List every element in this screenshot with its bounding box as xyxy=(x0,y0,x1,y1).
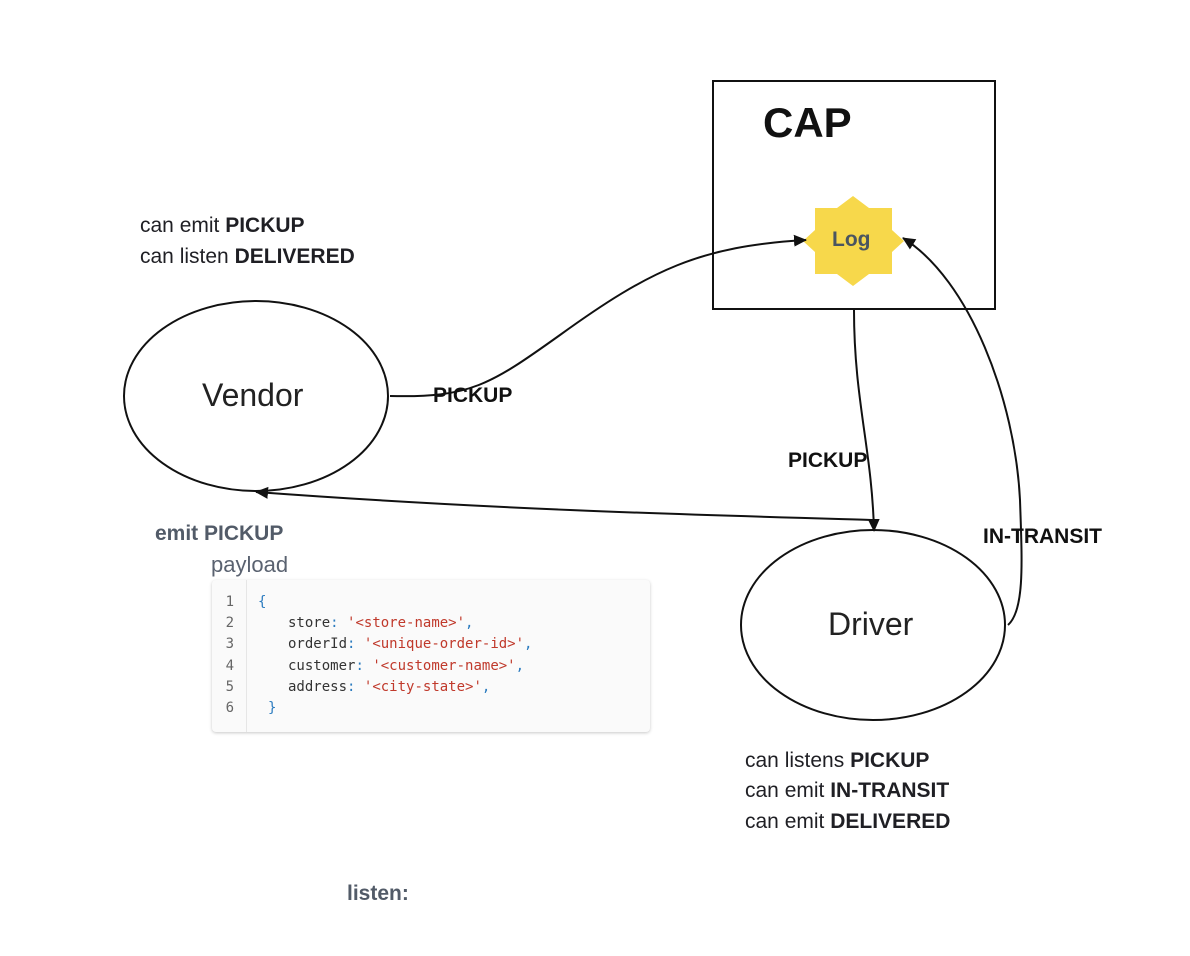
vendor-note-listen-prefix: can listen xyxy=(140,245,229,268)
code-colon: : xyxy=(347,636,356,652)
code-line: { xyxy=(258,594,266,610)
code-comma: , xyxy=(524,636,533,652)
code-comma: , xyxy=(465,615,474,631)
code-value: '<unique-order-id>' xyxy=(363,636,525,652)
code-line: store: '<store-name>', xyxy=(288,615,473,631)
cap-title: CAP xyxy=(763,99,852,146)
vendor-note-listen: can listen DELIVERED xyxy=(140,241,355,272)
cap-box xyxy=(712,80,996,310)
vendor-note-emit: can emit PICKUP xyxy=(140,210,305,241)
code-key: address xyxy=(288,679,348,695)
driver-note-emit-transit-event: IN-TRANSIT xyxy=(830,779,950,802)
code-line: orderId: '<unique-order-id>', xyxy=(288,636,532,652)
driver-note-emit-transit: can emit IN-TRANSIT xyxy=(745,775,949,806)
payload-label: payload xyxy=(211,552,289,577)
code-key: customer xyxy=(288,658,356,674)
edge-label-in-transit: IN-TRANSIT xyxy=(983,525,1102,548)
code-open-brace: { xyxy=(258,594,267,610)
code-close-brace: } xyxy=(268,700,277,716)
payload-code-block: 1 2 3 4 5 6 { store: '<store-name>', ord… xyxy=(212,580,650,732)
line-number: 4 xyxy=(225,658,234,674)
code-colon: : xyxy=(355,658,364,674)
code-key: store xyxy=(288,615,331,631)
code-colon: : xyxy=(330,615,339,631)
driver-note-emit-delivered: can emit DELIVERED xyxy=(745,806,950,837)
edge-label-vendor-pickup: PICKUP xyxy=(433,384,513,407)
log-label: Log xyxy=(832,228,871,251)
vendor-note-emit-prefix: can emit xyxy=(140,214,220,237)
code-line: customer: '<customer-name>', xyxy=(288,658,524,674)
code-key: orderId xyxy=(288,636,348,652)
line-number: 1 xyxy=(225,594,234,610)
line-number: 5 xyxy=(225,679,234,695)
code-comma: , xyxy=(481,679,491,695)
driver-label: Driver xyxy=(828,606,914,642)
listen-heading: listen: xyxy=(347,882,409,905)
code-comma: , xyxy=(515,658,525,674)
code-value: '<city-state>' xyxy=(363,679,482,695)
line-number: 3 xyxy=(225,636,234,652)
driver-note-listen-event: PICKUP xyxy=(850,749,930,772)
driver-note-listen-prefix: can listens xyxy=(745,749,845,772)
code-gutter: 1 2 3 4 5 6 xyxy=(212,580,247,732)
edge-driver-to-vendor xyxy=(255,486,875,521)
driver-note-emit-delivered-event: DELIVERED xyxy=(830,810,951,833)
edge-label-cap-pickup: PICKUP xyxy=(788,449,868,472)
edge-cap-to-driver xyxy=(853,309,880,532)
vendor-label: Vendor xyxy=(202,377,304,413)
driver-note-listen: can listens PICKUP xyxy=(745,745,929,776)
code-line: address: '<city-state>', xyxy=(288,679,490,695)
line-number: 2 xyxy=(225,615,234,631)
driver-note-emit-delivered-prefix: can emit xyxy=(745,810,825,833)
emit-heading: emit PICKUP xyxy=(155,522,284,545)
code-value: '<customer-name>' xyxy=(372,658,516,674)
code-value: '<store-name>' xyxy=(347,615,466,631)
vendor-note-listen-event: DELIVERED xyxy=(234,245,355,268)
vendor-note-emit-event: PICKUP xyxy=(225,214,305,237)
log-star-shape xyxy=(803,196,904,286)
edge-driver-to-cap xyxy=(902,237,1023,626)
line-number: 6 xyxy=(225,700,234,716)
code-line: } xyxy=(268,700,276,716)
edge-vendor-to-cap xyxy=(389,234,807,398)
driver-note-emit-transit-prefix: can emit xyxy=(745,779,825,802)
code-colon: : xyxy=(347,679,356,695)
